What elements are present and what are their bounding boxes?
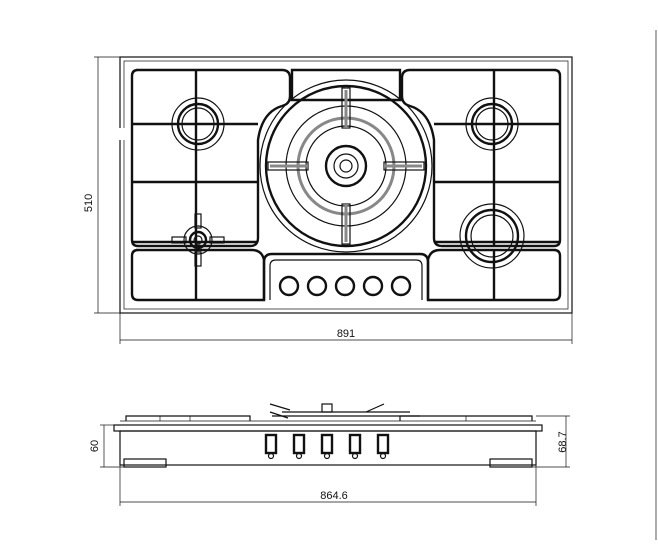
right-grate: [400, 68, 562, 302]
dimension-plan-width: 891: [119, 313, 573, 344]
side-right-height-label: 68.7: [557, 431, 569, 452]
plan-height-label: 510: [83, 194, 95, 212]
knob-2: [306, 275, 328, 297]
burner-top-right: [465, 97, 519, 151]
side-left-height-label: 60: [89, 440, 101, 452]
burner-bottom-left: [171, 213, 225, 267]
burner-top-left: [171, 97, 225, 151]
knob-3: [334, 275, 356, 297]
left-grate: [130, 68, 292, 302]
control-panel: [262, 252, 430, 300]
outer-plate: [119, 56, 573, 314]
burner-bottom-right: [459, 203, 525, 269]
side-width-label: 864.6: [320, 490, 348, 502]
wok-burner: [259, 79, 433, 253]
dimension-side-right-height: 68.7: [532, 415, 570, 468]
knob-1: [278, 275, 300, 297]
plan-view: 510 891: [83, 56, 573, 344]
knob-4: [362, 275, 384, 297]
dimension-plan-height: 510: [83, 56, 120, 314]
plan-width-label: 891: [337, 328, 355, 340]
side-view: 60 68.7 864.6: [89, 403, 570, 506]
dimension-side-left-height: 60: [89, 424, 124, 468]
knob-5: [390, 275, 412, 297]
dimension-side-width: 864.6: [119, 465, 537, 506]
side-knob-stems: [264, 433, 390, 460]
